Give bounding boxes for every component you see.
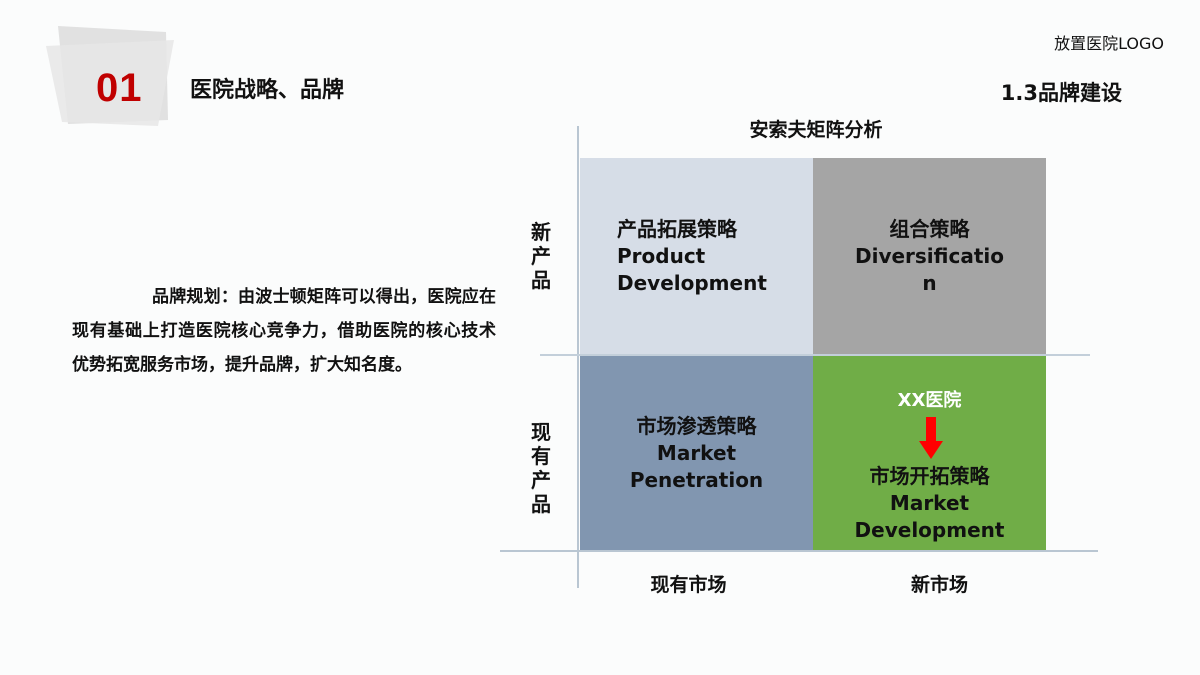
cell-en-label: Development — [617, 271, 767, 295]
cell-cn-label: 市场渗透策略 — [636, 414, 757, 438]
y-axis-line — [577, 126, 579, 588]
arrow-down-icon — [919, 417, 943, 459]
cell-cn-label: 产品拓展策略 — [617, 217, 737, 241]
matrix-title: 安索夫矩阵分析 — [749, 119, 883, 141]
cell-market-development: XX医院 市场开拓策略 Market Development — [813, 355, 1046, 552]
cell-en-label: Product — [617, 244, 706, 268]
cell-en-label: Development — [854, 518, 1005, 542]
cell-market-penetration: 市场渗透策略 Market Penetration — [580, 355, 813, 552]
y-label-new-product: 新产品 — [531, 220, 551, 292]
hospital-marker: XX医院 — [897, 390, 962, 411]
brand-planning-paragraph: 品牌规划：由波士顿矩阵可以得出，医院应在现有基础上打造医院核心竞争力，借助医院的… — [72, 287, 496, 375]
cell-cn-label: 市场开拓策略 — [869, 464, 990, 488]
y-label-existing-product: 现有产品 — [531, 420, 551, 516]
x-label-new-market: 新市场 — [910, 574, 968, 596]
section-title: 医院战略、品牌 — [190, 78, 345, 103]
cell-en-label: Penetration — [629, 468, 764, 492]
cell-en-label: Diversificatio — [854, 244, 1004, 268]
paper-stack-icon — [46, 26, 174, 126]
section-number: 01 — [96, 66, 143, 110]
x-axis-line — [500, 550, 1098, 552]
cell-cn-label: 组合策略 — [889, 217, 970, 241]
subsection-title: 1.3品牌建设 — [1000, 81, 1122, 105]
cell-diversification: 组合策略 Diversificatio n — [813, 158, 1046, 355]
section-number-badge: 01 — [44, 22, 184, 132]
logo-placeholder: 放置医院LOGO — [1054, 34, 1164, 53]
cell-en-label: Market — [889, 491, 970, 515]
x-label-existing-market: 现有市场 — [650, 574, 727, 596]
cell-product-development: 产品拓展策略 Product Development — [580, 158, 813, 355]
cell-en-label: n — [922, 271, 937, 295]
mid-divider-line — [540, 354, 1090, 356]
cell-en-label: Market — [656, 441, 737, 465]
